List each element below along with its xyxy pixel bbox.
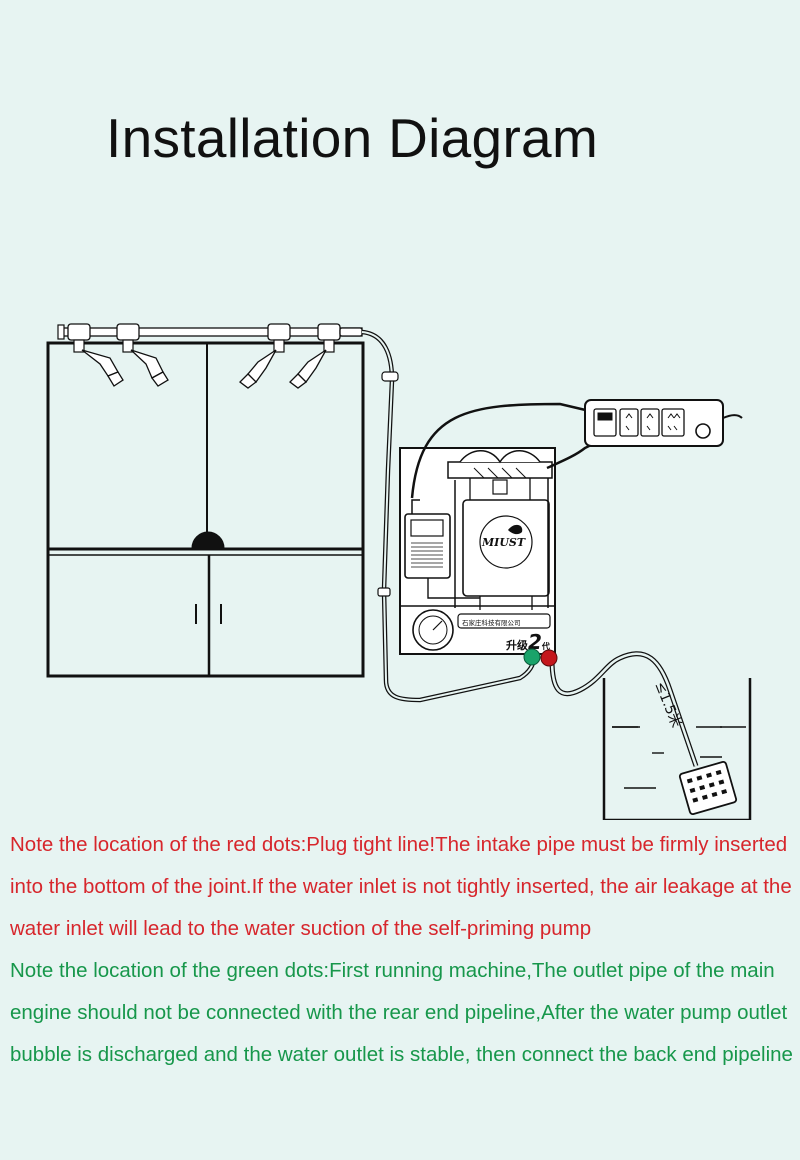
- cabinet: [46, 341, 365, 678]
- power-strip: [584, 399, 743, 447]
- panel-label: 石家庄科技有限公司: [462, 618, 521, 627]
- depth-label: ≤1.5米: [651, 680, 684, 730]
- installation-diagram: MIUST 石家庄科技有限公司 升级2代: [46, 323, 752, 820]
- nozzle: [239, 323, 291, 389]
- green-dot-note: Note the location of the green dots:Firs…: [10, 959, 793, 1066]
- pump-caption-number: 2: [528, 630, 542, 654]
- pump-caption: 升级: [506, 638, 529, 652]
- red-dot-marker: [540, 649, 558, 667]
- red-dot-note: Note the location of the red dots:Plug t…: [10, 833, 792, 940]
- pump-unit: MIUST 石家庄科技有限公司 升级2代: [399, 402, 595, 655]
- outlet-tube: [361, 329, 537, 703]
- pump-brand-logo: MIUST: [481, 536, 526, 549]
- spray-pipe: [57, 323, 363, 389]
- nozzle: [289, 323, 341, 389]
- page-title: Installation Diagram: [106, 107, 599, 169]
- nozzle: [67, 323, 124, 387]
- intake-tube: [549, 651, 699, 767]
- svg-text:升级2代: 升级2代: [506, 630, 550, 654]
- notes: Note the location of the red dots:Plug t…: [10, 824, 795, 1076]
- nozzle: [116, 323, 169, 387]
- green-dot-marker: [523, 648, 541, 666]
- pump-caption-suffix: 代: [541, 641, 550, 651]
- water-tank: ≤1.5米: [602, 678, 752, 820]
